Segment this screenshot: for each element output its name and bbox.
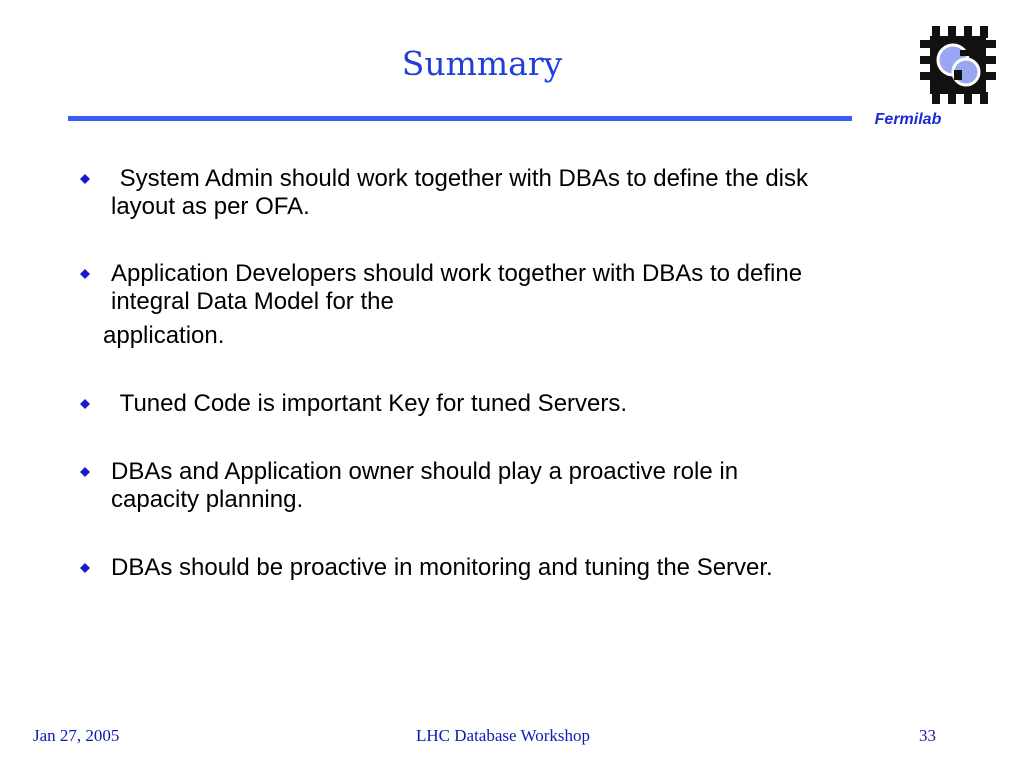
bullet-line: Application Developers should work toget… <box>111 260 803 287</box>
slide-title: Summary <box>401 44 563 83</box>
bullet-line: integral Data Model for the <box>111 288 394 315</box>
diamond-bullet-icon <box>80 174 90 184</box>
diamond-bullet-icon <box>80 563 90 573</box>
bullet-line: Tuned Code is important Key for tuned Se… <box>113 390 628 417</box>
footer-title: LHC Database Workshop <box>416 726 590 745</box>
diamond-bullet-icon <box>80 269 90 279</box>
diamond-bullet-icon <box>80 467 90 477</box>
bullet-continuation: application. <box>103 322 225 349</box>
bullet-line: capacity planning. <box>111 486 304 513</box>
fermilab-logo-text: Fermilab <box>874 111 942 128</box>
bullet-line: DBAs should be proactive in monitoring a… <box>111 554 773 581</box>
bullet-line: layout as per OFA. <box>111 193 310 220</box>
bullet-line: DBAs and Application owner should play a… <box>111 458 739 485</box>
diamond-bullet-icon <box>80 399 90 409</box>
fermilab-logo <box>920 26 996 104</box>
page-number: 33 <box>919 726 936 745</box>
bullet-line: System Admin should work together with D… <box>113 165 809 192</box>
footer-date: Jan 27, 2005 <box>33 726 120 745</box>
title-divider <box>68 116 852 121</box>
